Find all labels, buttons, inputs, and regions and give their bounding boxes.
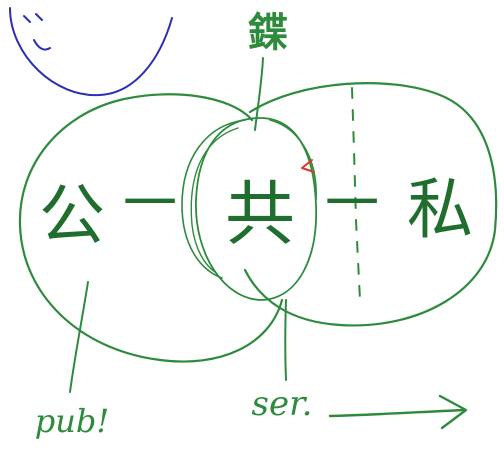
left-word-label: 公 [39,177,105,254]
right-arrow-icon [328,394,468,430]
left-ellipse [18,93,284,363]
top-char-label: 鍱 [248,10,288,56]
inner-ellipses [181,117,317,301]
center-pointer-line [284,299,287,381]
right-word-label: 私 [407,171,473,248]
top-pointer-line [254,57,264,131]
center-word-label: 共 [225,173,295,255]
dashed-divider [351,87,361,301]
blue-circle-fragment [9,7,173,97]
left-pointer-line [69,281,89,393]
dash-left-label: 一 [123,172,177,235]
dash-right-label: 一 [325,172,379,235]
bottom-center-label: ser. [252,384,313,424]
bottom-left-label: pub! [35,402,109,440]
right-ellipse [243,82,498,327]
caret-icon [301,159,315,173]
